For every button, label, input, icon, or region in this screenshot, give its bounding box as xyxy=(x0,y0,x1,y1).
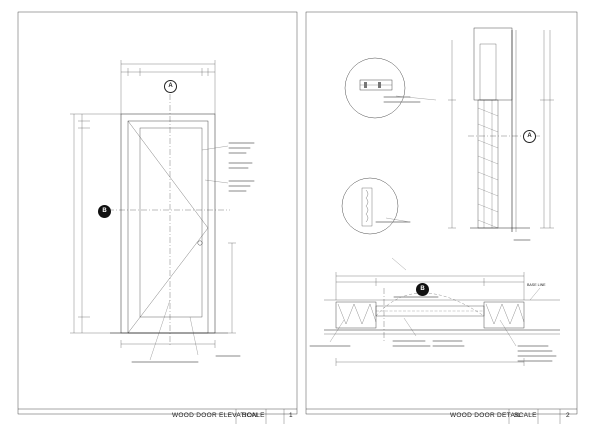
sheet-2-border xyxy=(305,11,578,415)
detail-circle-top xyxy=(344,57,406,119)
sheet-1-number: 1 xyxy=(289,412,293,419)
door-elevation xyxy=(110,113,228,334)
section-marker-a-elevation: A xyxy=(164,80,177,93)
sheet-2-title: WOOD DOOR DETAIL xyxy=(450,412,522,419)
sheet-1-title: WOOD DOOR ELEVATION xyxy=(172,412,258,419)
sheet-2-scale-label: SCALE xyxy=(514,412,537,419)
plan-section xyxy=(324,292,560,335)
left-dimensions xyxy=(70,113,121,334)
sheet-2-number: 2 xyxy=(566,412,570,419)
section-marker-b-detail: B xyxy=(416,283,429,296)
section-marker-b-elevation: B xyxy=(98,205,111,218)
vertical-section xyxy=(470,27,530,232)
detail-circle-mid xyxy=(341,177,399,235)
section-marker-a-detail: A xyxy=(523,130,536,143)
base-line-label: BASE LINE xyxy=(527,283,546,287)
top-dimensions xyxy=(120,60,216,114)
sheet-1-border xyxy=(17,11,298,415)
sheet-1-scale-label: SCALE xyxy=(242,412,265,419)
